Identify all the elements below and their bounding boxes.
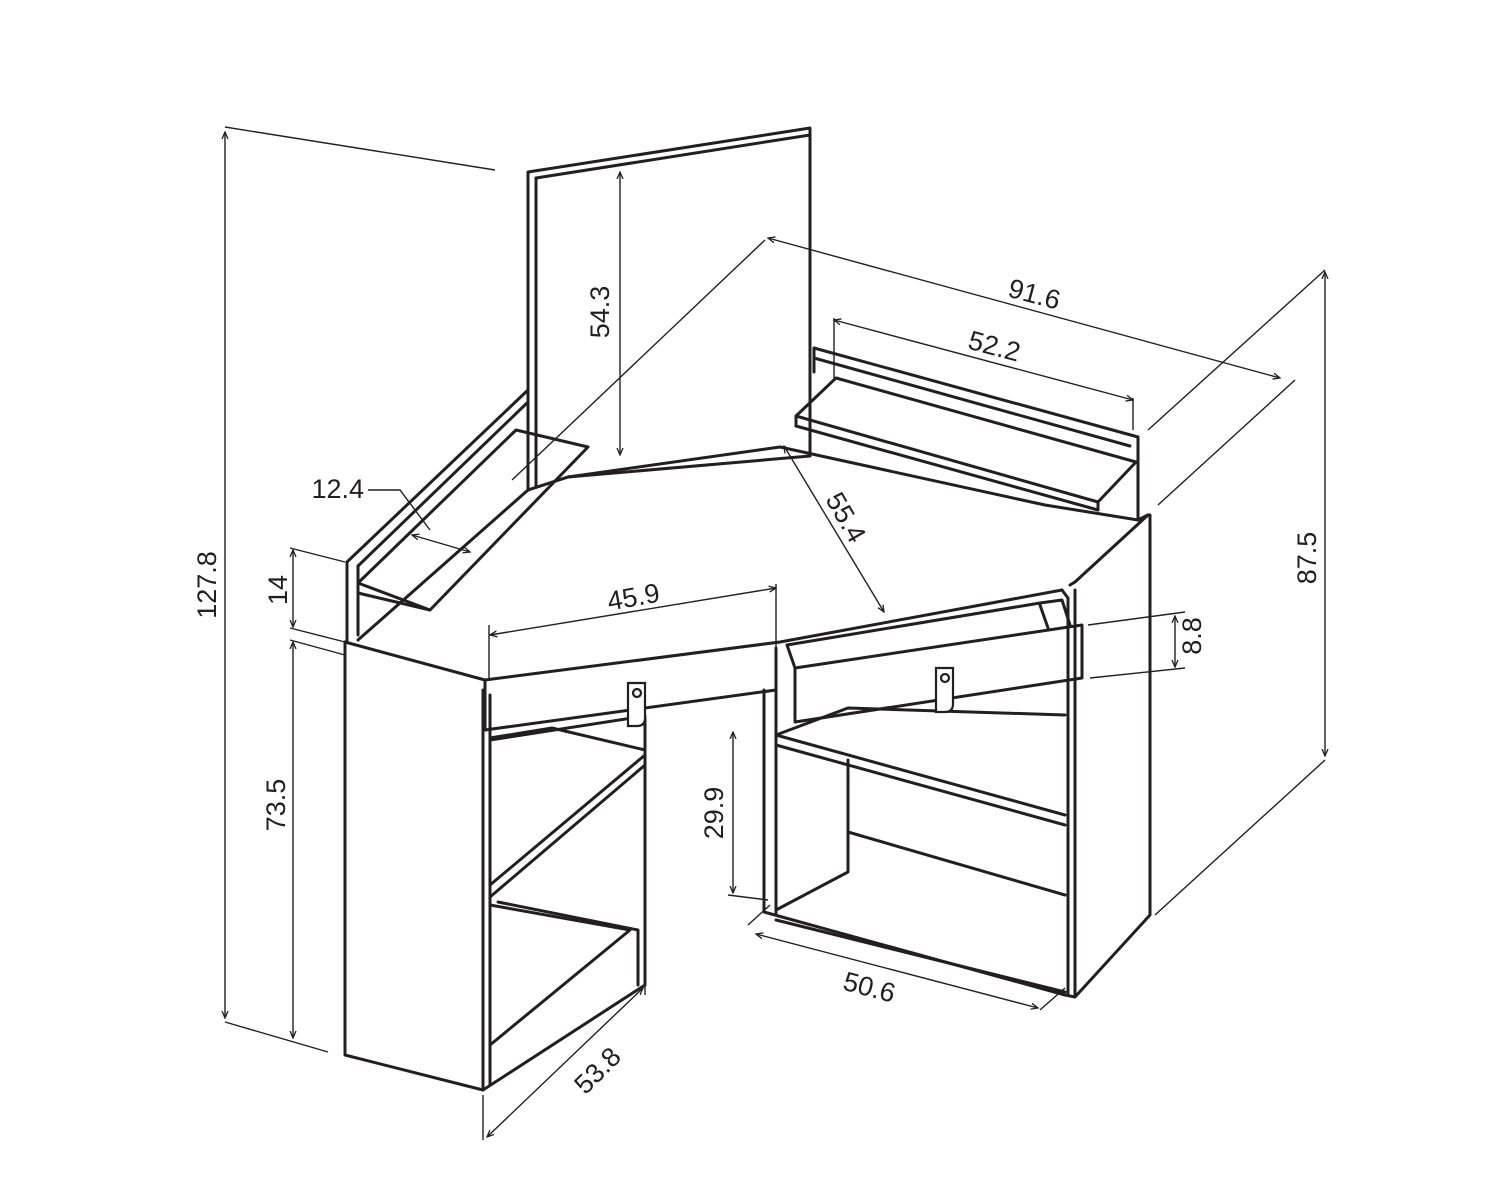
dim-line-right-shelf-width (834, 320, 1133, 400)
label-drawer-height: 8.8 (1177, 617, 1207, 655)
left-shelf (356, 428, 590, 612)
right-shelf (794, 376, 1138, 512)
right-pedestal (762, 513, 1152, 999)
dim-line-left-depth (487, 988, 643, 1137)
label-side-shelf-depth: 12.4 (311, 474, 364, 504)
label-total-height: 127.8 (192, 551, 222, 619)
label-mirror-height: 54.3 (585, 286, 615, 339)
desk-top (343, 445, 1150, 682)
label-shelf-height: 14 (263, 575, 293, 605)
dim-line-back-width (768, 238, 1280, 378)
left-pedestal (343, 640, 778, 1092)
drawer[interactable] (785, 598, 1084, 724)
label-back-width: 91.6 (1005, 273, 1064, 316)
dim-leader-side-shelf (368, 489, 431, 531)
label-front-width: 45.9 (605, 578, 662, 617)
dim-line-diagonal-depth (784, 446, 884, 612)
dim-line-right-depth (756, 934, 1038, 1008)
label-right-depth: 50.6 (840, 966, 899, 1009)
left-handle[interactable] (626, 681, 647, 728)
label-right-shelf-width: 52.2 (965, 325, 1024, 368)
dim-line-side-shelf-depth (412, 535, 470, 552)
label-compartment-height: 29.9 (699, 787, 729, 840)
left-back-rail (345, 388, 530, 644)
dim-line-front-width (490, 588, 776, 635)
label-desk-height: 73.5 (261, 779, 291, 832)
drawer-handle[interactable] (934, 666, 955, 714)
desk-outline (343, 126, 1152, 1092)
extension-lines (224, 126, 1326, 1140)
dimension-lines (225, 132, 1325, 1137)
mirror-panel (526, 126, 812, 492)
label-right-side-height: 87.5 (1292, 532, 1322, 585)
dimension-labels: 127.8 54.3 91.6 52.2 55.4 12.4 14 45.9 8… (192, 273, 1322, 1100)
